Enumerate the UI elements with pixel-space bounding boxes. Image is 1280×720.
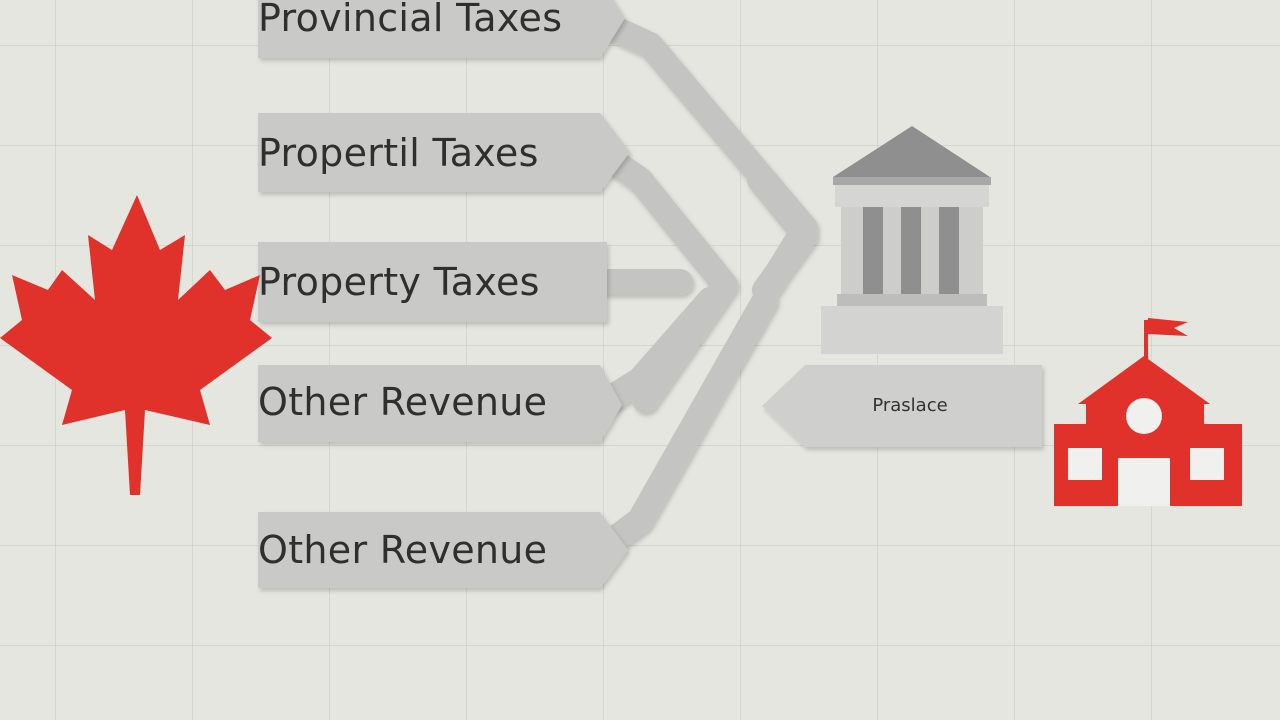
- source-box-3: [258, 242, 607, 322]
- source-label-provincial-taxes: Provincial Taxes: [258, 0, 563, 40]
- source-label-propertil-taxes: Propertil Taxes: [258, 131, 539, 175]
- connector-return: [747, 167, 818, 303]
- source-label-property-taxes: Property Taxes: [258, 260, 540, 304]
- government-building-icon: [821, 126, 1003, 354]
- source-box-2: [258, 113, 630, 192]
- source-label-other-revenue-1: Other Revenue: [258, 380, 548, 424]
- maple-leaf-icon: [0, 195, 272, 495]
- destination-label: Praslace: [872, 395, 948, 416]
- destination-box: [762, 365, 1042, 447]
- source-box-4: [258, 365, 622, 442]
- source-box-5: [258, 512, 628, 588]
- source-box-1: [258, 0, 625, 58]
- source-label-other-revenue-2: Other Revenue: [258, 528, 548, 572]
- school-icon: [1054, 318, 1242, 506]
